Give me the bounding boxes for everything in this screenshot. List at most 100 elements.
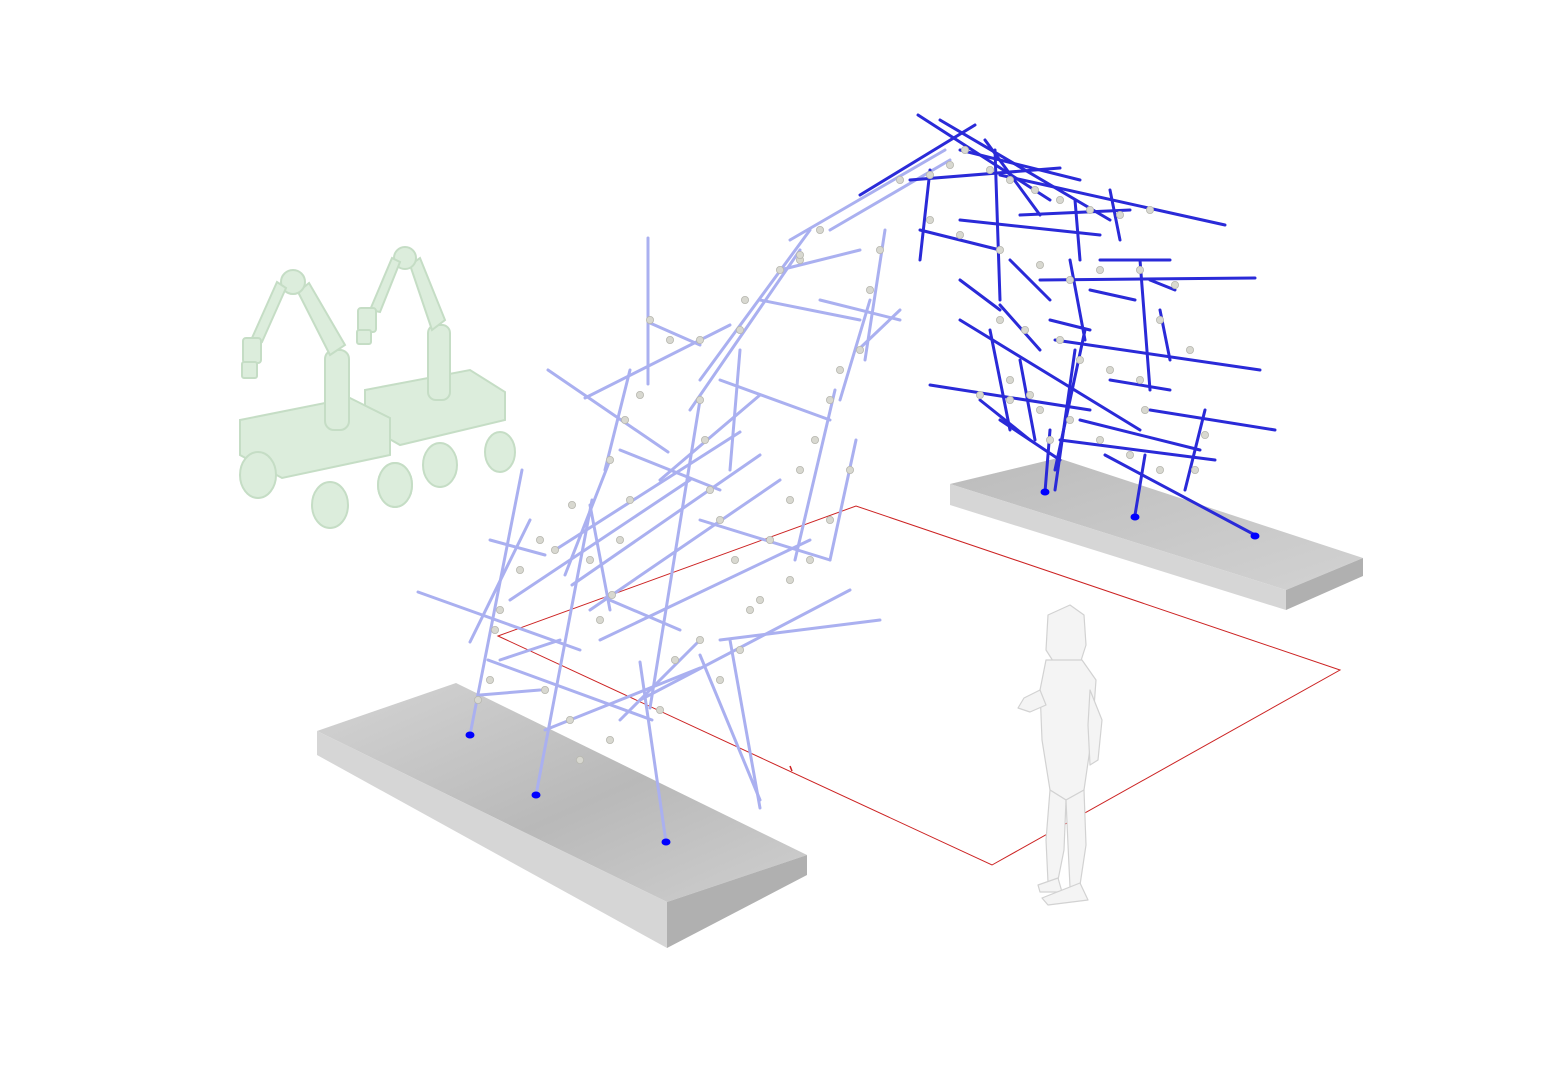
joint xyxy=(1116,210,1125,219)
joint xyxy=(826,395,835,404)
joint xyxy=(976,390,985,399)
strut xyxy=(858,123,977,197)
joint xyxy=(866,285,875,294)
strut xyxy=(718,618,882,642)
strut xyxy=(1053,338,1262,372)
joint xyxy=(926,215,935,224)
strut xyxy=(1053,328,1087,472)
strut xyxy=(570,453,762,587)
strut xyxy=(758,298,862,322)
left-base-slab xyxy=(317,683,807,948)
strut xyxy=(1183,408,1207,492)
strut xyxy=(1088,288,1137,302)
strut xyxy=(958,318,1142,432)
joint xyxy=(1036,260,1045,269)
strut xyxy=(698,518,832,562)
joint xyxy=(1096,265,1105,274)
joint xyxy=(741,295,750,304)
joint xyxy=(626,495,635,504)
support-points xyxy=(465,488,1260,846)
joint xyxy=(746,606,755,615)
joint xyxy=(586,556,595,565)
joint xyxy=(1066,275,1075,284)
footprint-outline xyxy=(496,505,1342,866)
strut xyxy=(788,148,947,242)
joint xyxy=(1186,345,1195,354)
joint xyxy=(811,435,820,444)
strut xyxy=(1108,188,1122,242)
joint xyxy=(1106,365,1115,374)
strut xyxy=(553,430,742,552)
strut xyxy=(468,518,532,644)
joint xyxy=(956,230,965,239)
joint xyxy=(671,656,680,665)
joint xyxy=(1036,405,1045,414)
joint xyxy=(1031,185,1040,194)
joint xyxy=(716,516,725,525)
joint xyxy=(796,250,805,259)
strut xyxy=(793,388,837,562)
joint xyxy=(1086,205,1095,214)
strut xyxy=(828,438,858,562)
joint xyxy=(996,315,1005,324)
strut xyxy=(1078,418,1202,452)
joint xyxy=(696,636,705,645)
strut xyxy=(508,478,692,602)
support-point xyxy=(465,731,475,739)
joint xyxy=(806,556,815,565)
joint xyxy=(736,325,745,334)
strut xyxy=(1008,258,1052,302)
strut xyxy=(583,323,732,400)
support-point xyxy=(661,838,671,846)
joint xyxy=(1096,435,1105,444)
joint xyxy=(1066,415,1075,424)
strut xyxy=(1108,378,1172,392)
robot-back xyxy=(356,246,516,508)
joint xyxy=(1136,375,1145,384)
strut xyxy=(588,503,612,612)
strut xyxy=(638,660,668,844)
joint xyxy=(961,145,970,154)
joint xyxy=(1126,450,1135,459)
support-point xyxy=(1040,488,1050,496)
joint xyxy=(731,556,740,565)
strut xyxy=(698,653,762,802)
strut xyxy=(598,538,812,642)
robot-front xyxy=(239,269,413,529)
joint xyxy=(826,516,835,525)
mobile-robot-arm-icon xyxy=(239,246,516,529)
strut xyxy=(486,658,654,722)
joint xyxy=(516,566,525,575)
joint xyxy=(566,716,575,725)
timber-strut-structure xyxy=(416,113,1277,844)
strut xyxy=(688,248,802,412)
joint xyxy=(996,245,1005,254)
strut xyxy=(958,278,1002,312)
joint xyxy=(490,626,499,635)
strut xyxy=(534,498,594,797)
strut xyxy=(648,321,702,347)
strut xyxy=(1068,258,1087,342)
joint xyxy=(856,345,865,354)
human-figure-icon xyxy=(1017,604,1103,906)
strut xyxy=(416,590,582,652)
joint xyxy=(736,646,745,655)
joint xyxy=(1191,465,1200,474)
strut xyxy=(488,538,547,557)
joint xyxy=(1141,405,1150,414)
joint xyxy=(1006,395,1015,404)
strut xyxy=(698,228,812,382)
support-point xyxy=(1130,513,1140,521)
strut xyxy=(1133,453,1147,517)
strut xyxy=(563,458,612,577)
strut xyxy=(988,328,1012,432)
joint xyxy=(551,546,560,555)
joint xyxy=(786,576,795,585)
strut xyxy=(1138,258,1152,392)
strut xyxy=(998,418,1062,462)
joint xyxy=(926,170,935,179)
joint xyxy=(541,686,550,695)
support-point xyxy=(1250,532,1260,540)
joint xyxy=(606,736,615,745)
